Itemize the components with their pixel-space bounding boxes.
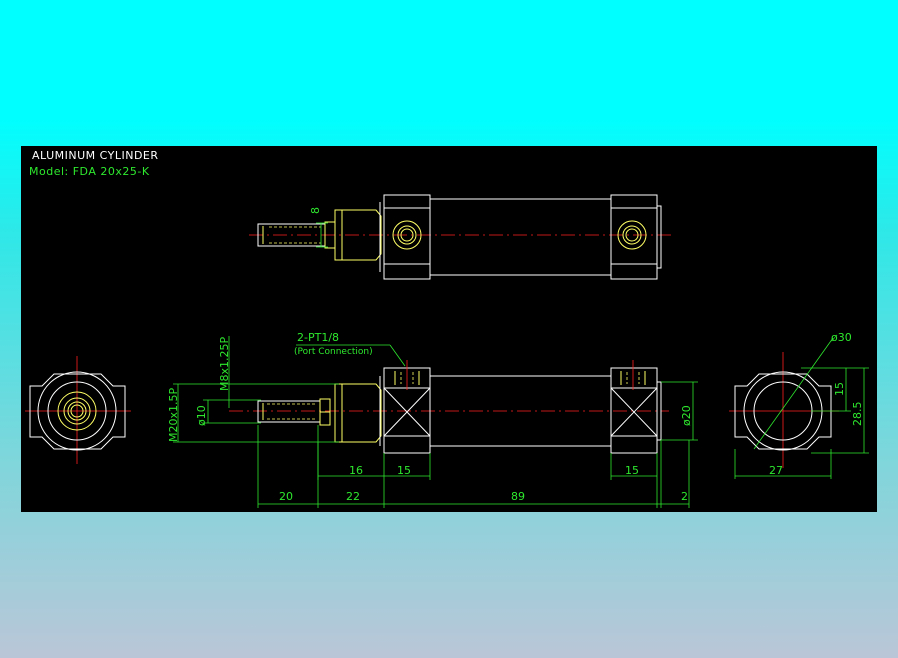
port-label: 2-PT1/8 [297, 331, 339, 344]
dim-rod-thread: M8x1.25P [218, 337, 231, 391]
dim-outer-dia: ø30 [831, 331, 852, 344]
cad-drawing: ALUMINUM CYLINDER Model: FDA 20x25-K [21, 146, 877, 512]
dim-rod-dia: ø10 [195, 405, 208, 426]
dim-28-5: 28.5 [851, 402, 864, 427]
dim-2: 2 [681, 490, 688, 503]
top-view: 8 [249, 194, 671, 280]
dim-15-side: 15 [833, 382, 846, 396]
dim-27: 27 [769, 464, 783, 477]
side-dimensions: M20x1.5P ø10 M8x1.25P ø20 16 15 15 20 22 [167, 336, 698, 508]
dim-rod-top-width: 8 [309, 207, 322, 214]
dim-15-right: 15 [625, 464, 639, 477]
dim-body-thread: M20x1.5P [167, 388, 180, 442]
dim-22: 22 [346, 490, 360, 503]
port-note: (Port Connection) [294, 347, 373, 357]
dim-bore-dia: ø20 [680, 405, 693, 426]
dim-89: 89 [511, 490, 525, 503]
rod-end-view [25, 356, 131, 464]
dim-15-left: 15 [397, 464, 411, 477]
drawing-title: ALUMINUM CYLINDER [32, 149, 159, 162]
dim-20: 20 [279, 490, 293, 503]
side-view [229, 360, 669, 454]
rear-end-view: ø30 27 15 28.5 [729, 331, 869, 479]
port-callout: 2-PT1/8 (Port Connection) [294, 331, 406, 367]
model-label: Model: FDA 20x25-K [29, 165, 150, 178]
dim-16: 16 [349, 464, 363, 477]
cylinder-drawing-svg: ALUMINUM CYLINDER Model: FDA 20x25-K [25, 149, 869, 508]
